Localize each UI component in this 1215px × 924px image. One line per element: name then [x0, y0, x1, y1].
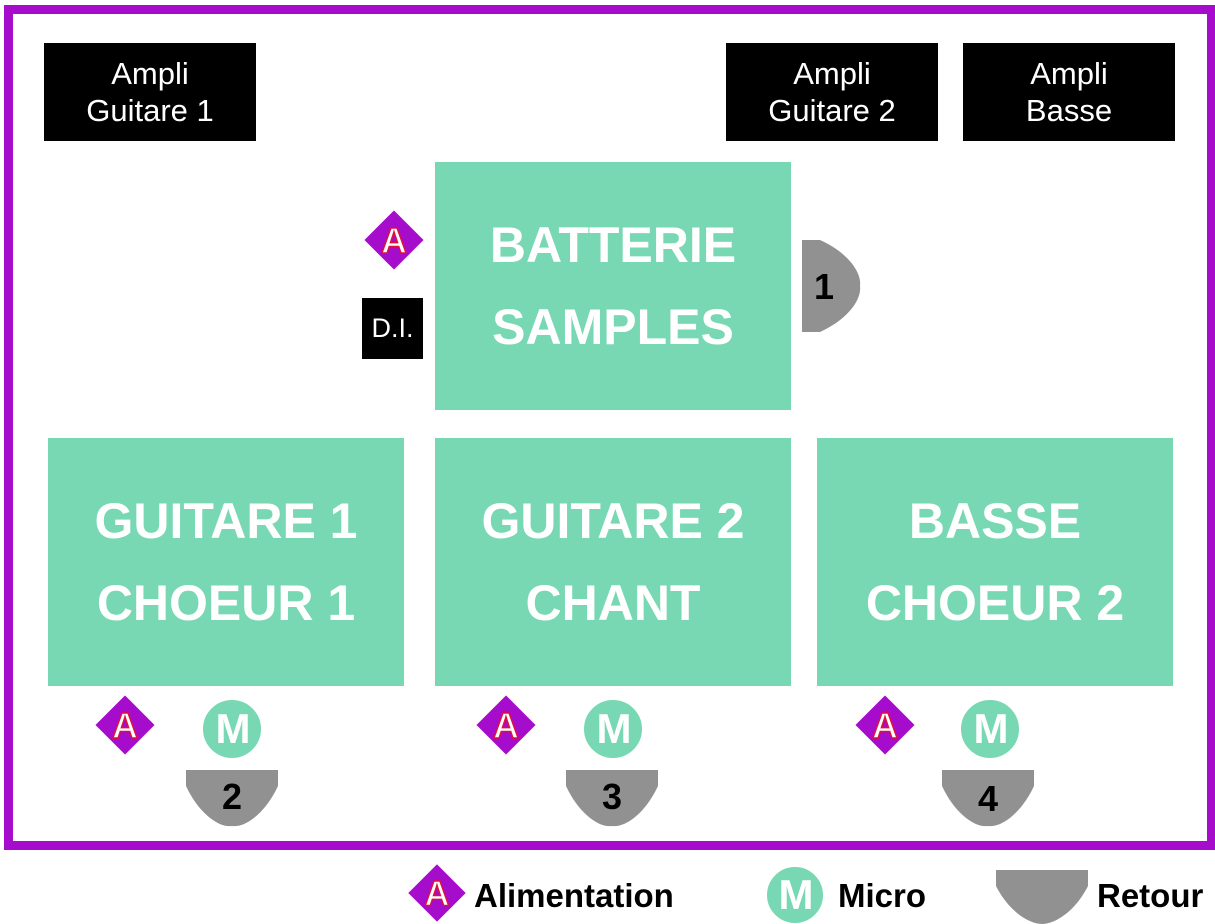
- alimentation-letter: A: [493, 705, 519, 746]
- zone-drums-line1: BATTERIE: [489, 217, 737, 273]
- alimentation-letter: A: [872, 705, 898, 746]
- retour-1-number: 1: [813, 266, 835, 307]
- retour-2-number: 2: [221, 776, 243, 817]
- alimentation-letter: A: [381, 220, 407, 261]
- alimentation-letter: A: [112, 705, 138, 746]
- zone-guitar-1-choir-1: GUITARE 1 CHOEUR 1: [48, 438, 404, 686]
- retour-4: 4: [942, 770, 1034, 828]
- zone-guitar-2-vocals: GUITARE 2 CHANT: [435, 438, 791, 686]
- legend-alimentation-icon: A: [406, 862, 468, 924]
- zone-bass-line2: CHOEUR 2: [865, 575, 1125, 631]
- amp-bass-line2: Basse: [1025, 93, 1113, 128]
- retour-1: 1: [802, 240, 862, 332]
- zone-guitar-2-line2: CHANT: [525, 575, 701, 631]
- retour-2: 2: [186, 770, 278, 828]
- alimentation-icon-guitar-2: A: [474, 693, 538, 757]
- legend-micro-label: Micro: [838, 877, 927, 914]
- micro-icon-bass: M: [958, 697, 1022, 761]
- amp-guitar-1-line2: Guitare 1: [86, 93, 214, 128]
- amp-guitar-2: Ampli Guitare 2: [726, 43, 938, 141]
- amp-guitar-2-line2: Guitare 2: [768, 93, 896, 128]
- zone-drums-line2: SAMPLES: [492, 299, 734, 355]
- micro-icon-guitar-2: M: [581, 697, 645, 761]
- alimentation-letter: A: [424, 875, 449, 914]
- amp-guitar-1-line1: Ampli: [111, 56, 189, 91]
- alimentation-icon-guitar-1: A: [93, 693, 157, 757]
- amp-guitar-2-line1: Ampli: [793, 56, 871, 91]
- retour-3-number: 3: [601, 776, 623, 817]
- amp-bass: Ampli Basse: [963, 43, 1175, 141]
- amp-guitar-1: Ampli Guitare 1: [44, 43, 256, 141]
- zone-drums-samples: BATTERIE SAMPLES: [435, 162, 791, 410]
- zone-bass-choir-2: BASSE CHOEUR 2: [817, 438, 1173, 686]
- zone-guitar-1-line2: CHOEUR 1: [96, 575, 356, 631]
- retour-4-number: 4: [977, 778, 999, 819]
- legend-micro-icon: M: [764, 864, 826, 924]
- alimentation-icon-drums: A: [362, 208, 426, 272]
- zone-bass-line1: BASSE: [908, 493, 1082, 549]
- amp-bass-line1: Ampli: [1030, 56, 1108, 91]
- legend-retour-label: Retour: [1097, 877, 1204, 914]
- retour-3: 3: [566, 770, 658, 828]
- di-box: D.I.: [362, 298, 423, 359]
- legend-retour-icon: [996, 870, 1088, 924]
- zone-guitar-1-line1: GUITARE 1: [94, 493, 358, 549]
- micro-icon-guitar-1: M: [200, 697, 264, 761]
- zone-guitar-2-line1: GUITARE 2: [481, 493, 745, 549]
- alimentation-icon-bass: A: [853, 693, 917, 757]
- legend-alimentation-label: Alimentation: [474, 877, 674, 914]
